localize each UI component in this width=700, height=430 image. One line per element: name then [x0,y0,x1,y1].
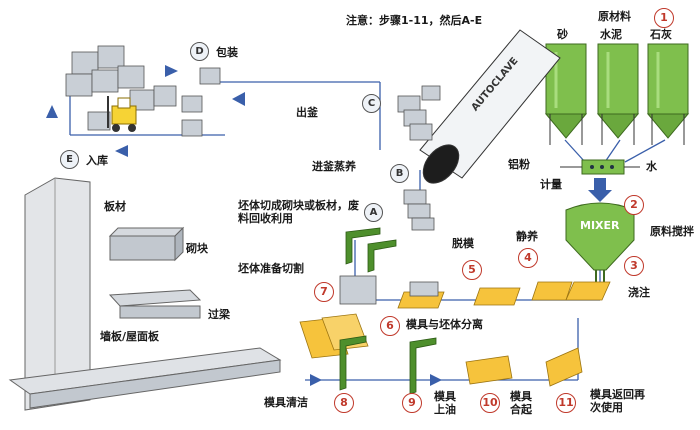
step-11-badge: 11 [556,393,576,413]
silo-lime [646,43,690,145]
step-5-badge: 5 [462,260,482,280]
arrow-exit-autoclave [232,92,245,106]
stage-E-label: 入库 [86,154,108,167]
step-9-label: 模具上油 [434,390,456,416]
step-6-label: 模具与坯体分离 [406,318,483,331]
stage-A-label: 坯体切成砌块或板材，废料回收利用 [238,199,359,225]
step-7-label: 坯体准备切割 [238,262,304,275]
step-3-label: 浇注 [628,286,650,299]
stage-A-badge: A [364,203,383,222]
step-9-badge: 9 [402,393,422,413]
stage-B-badge: B [390,164,409,183]
green-frames [339,227,437,395]
products [8,177,282,411]
stage-B-label: 进釜蒸养 [312,160,356,173]
silos [544,43,690,145]
forklift [107,96,137,132]
mixer-text: MIXER [580,219,620,232]
silo-cement [596,43,640,145]
label-metering: 计量 [540,178,562,191]
step-1-badge: 1 [654,8,674,28]
stage-D-label: 包装 [216,46,238,59]
product-block-label: 砌块 [186,242,208,255]
step-4-label: 静养 [516,230,538,243]
note-text: 注意：步骤1-11，然后A-E [346,14,483,27]
label-aluminum: 铝粉 [508,158,530,171]
step-8-label: 模具清洁 [264,396,308,409]
step-5-label: 脱模 [452,237,474,250]
arrow-to-clean [310,374,322,386]
step-6-badge: 6 [380,316,400,336]
step-10-label: 模具合起 [510,390,532,416]
silo-sand [544,43,588,145]
flow-arrows [46,65,612,386]
label-water: 水 [646,160,657,173]
arrow-packaging-up [46,105,58,118]
product-lintel-label: 过梁 [208,308,230,321]
label-cement: 水泥 [600,28,622,41]
label-sand: 砂 [557,28,568,41]
label-raw-materials: 原材料 [598,10,631,23]
stage-C-badge: C [362,94,381,113]
stage-D-badge: D [190,42,209,61]
stage-E-badge: E [60,150,79,169]
metering-unit [560,159,640,175]
stage-C-label: 出釜 [296,106,318,119]
autoclave [419,29,561,184]
arrow-to-warehouse [115,145,128,157]
step-7-badge: 7 [314,282,334,302]
label-lime: 石灰 [650,28,672,41]
step-8-badge: 8 [334,393,354,413]
arrow-metering-to-mixer [588,178,612,202]
step-2-label: 原料搅拌 [650,225,694,238]
block-stacks [181,67,441,231]
step-10-badge: 10 [480,393,500,413]
molds [299,275,611,387]
step-11-label: 模具返回再次使用 [590,388,645,414]
warehouse-pallets [65,45,177,131]
step-4-badge: 4 [518,248,538,268]
arrow-to-oil [430,374,442,386]
product-wallroof-label: 墙板/屋面板 [100,330,160,343]
step-2-badge: 2 [624,195,644,215]
arrow-packaging-right [165,65,178,77]
step-3-badge: 3 [624,256,644,276]
product-panel-label: 板材 [104,200,126,213]
